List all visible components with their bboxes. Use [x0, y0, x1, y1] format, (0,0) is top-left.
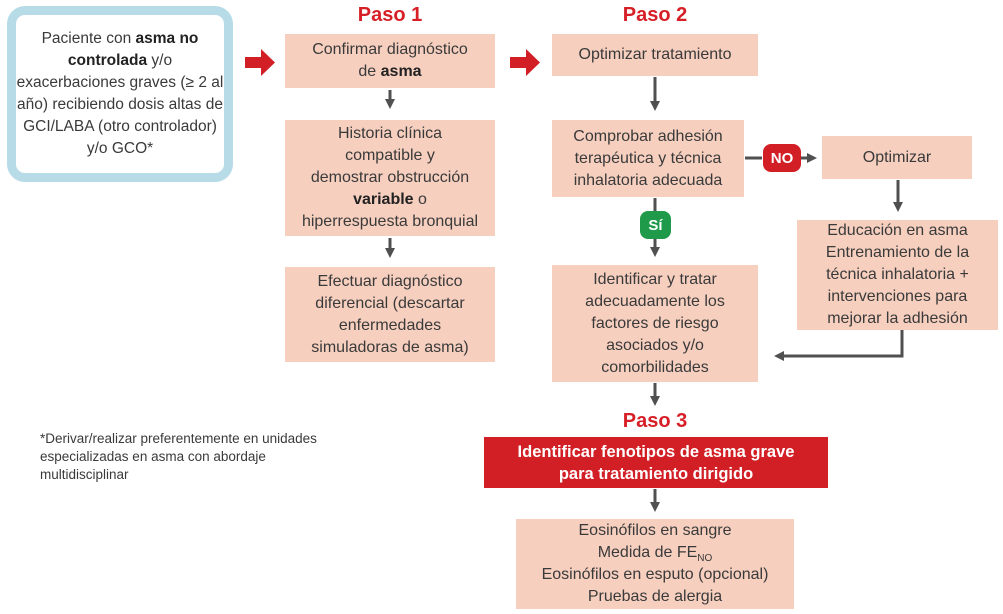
box-text: diferencial (descartar [315, 294, 465, 312]
box-text: Optimizar [862, 148, 932, 166]
box-text: Efectuar diagnóstico [317, 272, 463, 290]
no-badge: NO [763, 144, 801, 172]
box-text: simuladoras de asma) [311, 338, 469, 356]
tests-box: Eosinófilos en sangre Medida de FENO Eos… [516, 519, 794, 609]
box-text: de [358, 63, 381, 80]
box-text: inhalatoria adecuada [573, 171, 723, 189]
box-text-bold: variable [353, 191, 414, 208]
clinical-history-box: Historia clínica compatible y demostrar … [285, 120, 495, 236]
patient-text-bold: controlada [67, 52, 148, 69]
patient-text: Paciente con [41, 30, 136, 47]
optimize-box: Optimizar [822, 136, 972, 179]
confirm-diagnosis-box: Confirmar diagnóstico de asma [285, 34, 495, 88]
patient-text: (otro controlador) y/o [86, 118, 217, 157]
patient-text: exacerbaciones graves [16, 74, 177, 91]
arrow-education-to-risk [774, 330, 904, 361]
box-text: comorbilidades [601, 358, 709, 376]
step3-heading: Paso 3 [622, 410, 688, 432]
box-text-subscript: NO [697, 553, 713, 565]
box-text: Eosinófilos en sangre [578, 522, 732, 539]
patient-criteria-box: Paciente con asma no controlada y/o exac… [7, 6, 233, 182]
phenotype-box: Identificar fenotipos de asma grave para… [484, 437, 828, 488]
yes-badge: Sí [640, 211, 671, 239]
step2-heading: Paso 2 [622, 4, 688, 26]
red-arrow-to-step2 [510, 49, 540, 76]
box-text: asociados y/o [606, 336, 704, 354]
box-text-bold: Identificar fenotipos de asma grave [517, 442, 795, 461]
box-text: adecuadamente los [585, 292, 725, 310]
box-text: mejorar la adhesión [827, 310, 968, 327]
risk-factors-box: Identificar y tratar adecuadamente los f… [552, 265, 758, 382]
box-text-bold: para tratamiento dirigido [558, 464, 754, 483]
patient-text: (≥ 2 al año) recibiendo [17, 74, 224, 113]
box-text: Eosinófilos en esputo (opcional) [541, 566, 769, 583]
box-text: o [413, 191, 427, 208]
box-text: intervenciones para [827, 288, 968, 305]
box-text: terapéutica y técnica [574, 149, 722, 167]
red-arrow-to-step1 [245, 49, 275, 76]
box-text: Educación en asma [827, 222, 968, 239]
differential-diagnosis-box: Efectuar diagnóstico diferencial (descar… [285, 267, 495, 362]
check-adherence-box: Comprobar adhesión terapéutica y técnica… [552, 120, 744, 197]
box-text: enfermedades [338, 316, 442, 334]
step1-heading: Paso 1 [357, 4, 423, 26]
patient-text: GCO* [111, 140, 154, 157]
box-text: compatible y [345, 147, 435, 164]
patient-text: dosis altas de GCI/LABA [23, 96, 223, 135]
box-text: Medida de FE [597, 544, 698, 561]
box-text: Confirmar diagnóstico [312, 41, 468, 58]
optimize-treatment-box: Optimizar tratamiento [552, 34, 758, 76]
patient-text-bold: asma no [135, 30, 199, 47]
education-box: Educación en asma Entrenamiento de la té… [797, 220, 998, 330]
box-text: demostrar obstrucción [310, 169, 470, 186]
footnote-line: unidades especializadas en asma con [40, 431, 317, 464]
box-text: Identificar y tratar [593, 270, 717, 288]
footnote: *Derivar/realizar preferentemente en uni… [40, 430, 340, 484]
box-text: Pruebas de alergia [587, 588, 723, 605]
box-text: Entrenamiento de la [825, 244, 970, 261]
box-text: Historia clínica [337, 125, 443, 142]
box-text: Comprobar adhesión [573, 127, 723, 145]
footnote-line: abordaje multidisciplinar [40, 449, 266, 482]
footnote-line: *Derivar/realizar preferentemente en [40, 431, 259, 446]
box-text: Optimizar tratamiento [578, 46, 732, 63]
box-text: técnica inhalatoria + [826, 266, 969, 283]
patient-text: y/o [147, 52, 173, 69]
box-text: hiperrespuesta bronquial [301, 213, 479, 230]
box-text-bold: asma [380, 63, 422, 80]
box-text: factores de riesgo [591, 314, 719, 332]
